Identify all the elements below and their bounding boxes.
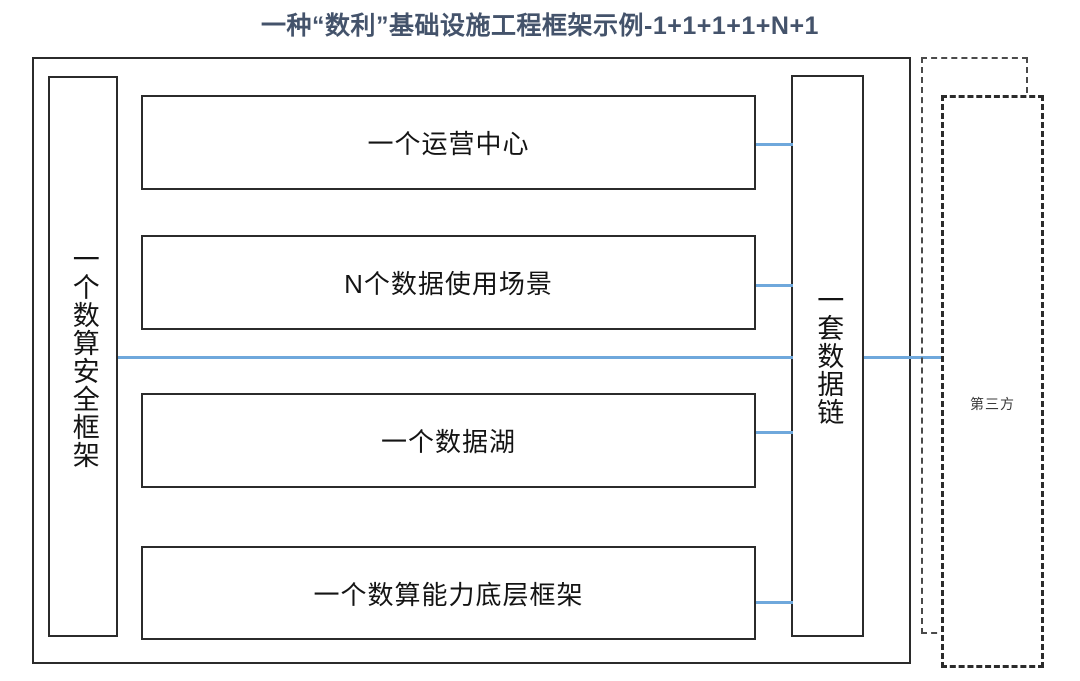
center-box-label: 一个数据湖 <box>380 427 516 457</box>
connector-box-1-to-data-chain <box>756 143 793 146</box>
connector-box-3-to-data-chain <box>756 431 793 434</box>
center-box-operations-center[interactable]: 一个运营中心 <box>141 95 756 190</box>
right-panel-text-wrap: 一套数据链 <box>793 77 862 635</box>
outer-frame <box>32 57 911 664</box>
center-box-data-lake[interactable]: 一个数据湖 <box>141 393 756 488</box>
connector-data-chain-to-third-party <box>864 356 946 359</box>
third-party-label: 第三方 <box>970 395 1015 412</box>
connector-security-framework-to-data-chain <box>118 356 793 359</box>
center-box-label: N个数据使用场景 <box>344 269 553 299</box>
center-box-label: 一个运营中心 <box>367 129 530 159</box>
left-panel-text-wrap: 一个数算安全框架 <box>50 78 116 635</box>
connector-box-4-to-data-chain <box>756 601 793 604</box>
right-panel-label: 一套数据链 <box>813 286 844 426</box>
left-panel-security-framework[interactable]: 一个数算安全框架 <box>48 76 118 637</box>
center-box-label: 一个数算能力底层框架 <box>313 579 584 610</box>
page-title: 一种“数利”基础设施工程框架示例-1+1+1+1+N+1 <box>261 12 819 40</box>
center-box-compute-foundation[interactable]: 一个数算能力底层框架 <box>141 546 756 640</box>
center-box-data-usage-scenarios[interactable]: N个数据使用场景 <box>141 235 756 330</box>
third-party-box[interactable]: 第三方 <box>941 95 1044 668</box>
connector-box-2-to-data-chain <box>756 284 793 287</box>
right-panel-data-chain[interactable]: 一套数据链 <box>791 75 864 637</box>
left-panel-label: 一个数算安全框架 <box>68 244 99 469</box>
